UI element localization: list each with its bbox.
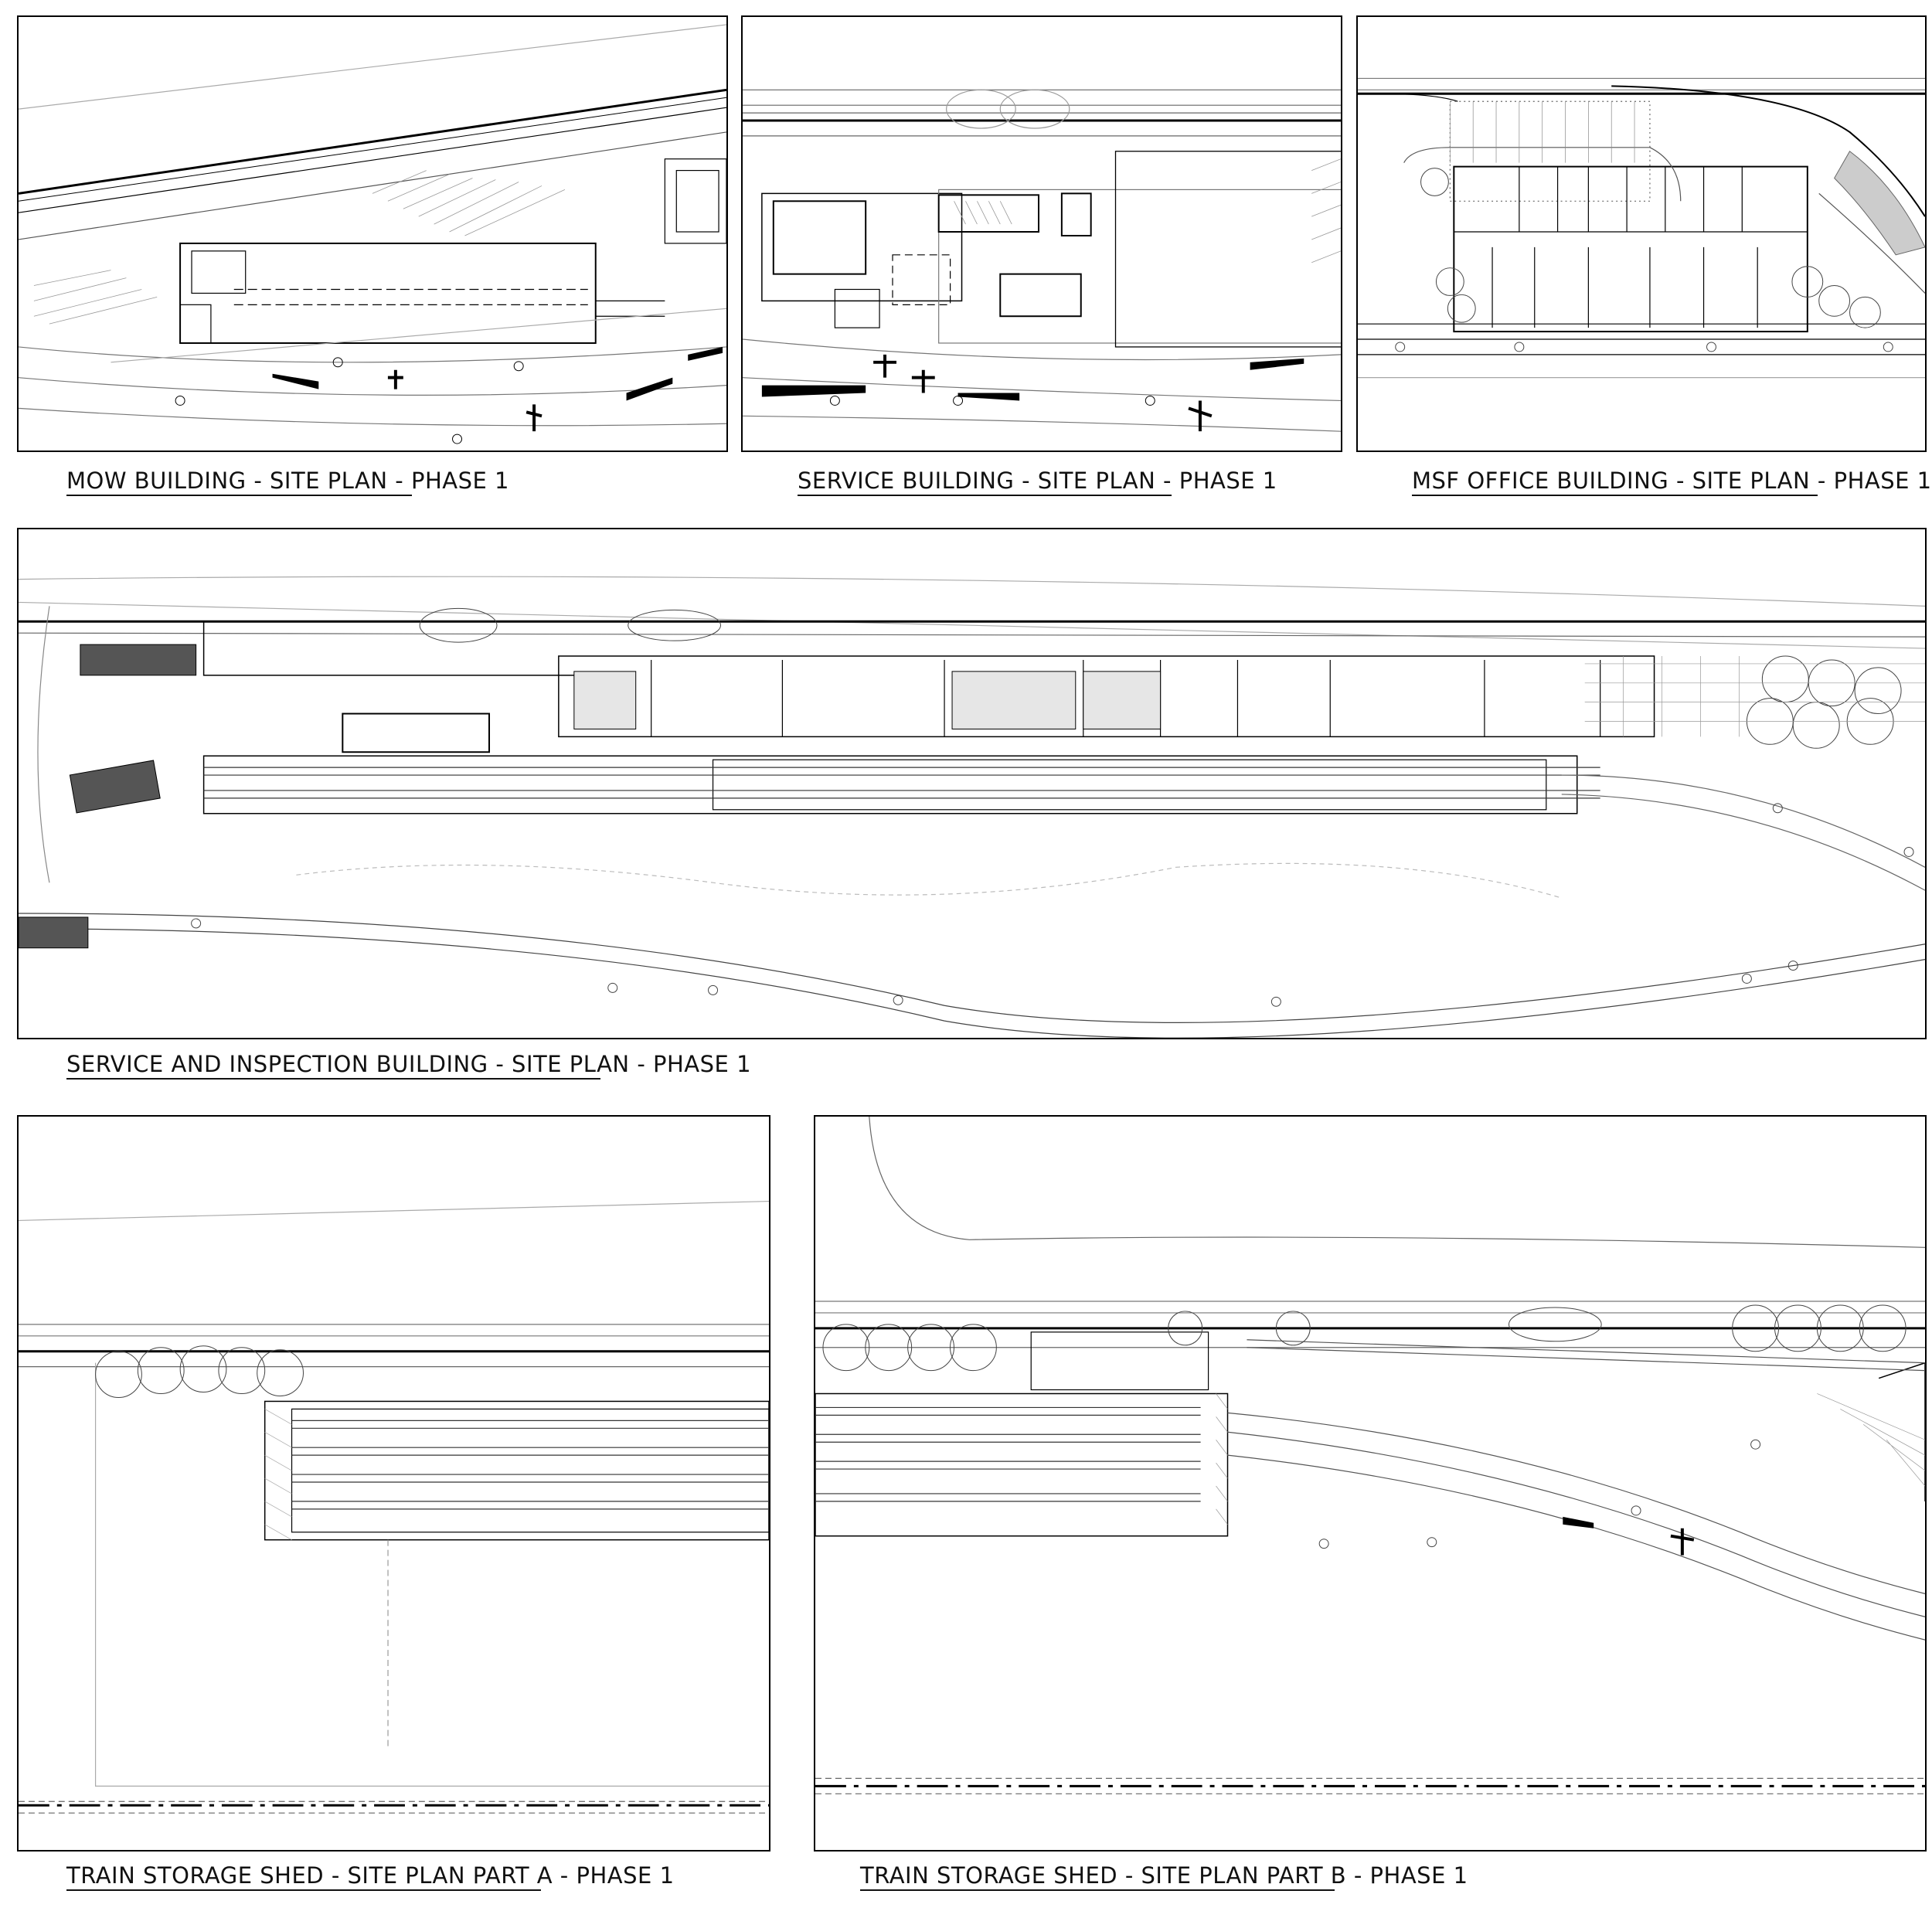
service-caption: SERVICE BUILDING - SITE PLAN - PHASE 1 <box>798 468 1277 496</box>
service-inspection-caption: SERVICE AND INSPECTION BUILDING - SITE P… <box>66 1051 751 1080</box>
service-site-plan-panel <box>741 15 1342 452</box>
caption-underline <box>66 1078 600 1080</box>
service-site-plan-drawing <box>743 89 1341 432</box>
storage-a-site-plan-panel <box>17 1115 770 1851</box>
caption-underline <box>860 1889 1335 1891</box>
caption-underline <box>66 495 412 496</box>
mow-site-plan-drawing <box>19 24 726 444</box>
storage-b-site-plan-drawing <box>815 1117 1925 1794</box>
caption-underline <box>798 495 1172 496</box>
msf-office-site-plan-drawing <box>1358 77 1925 379</box>
storage-a-site-plan-drawing <box>19 1200 769 1814</box>
caption-underline <box>66 1889 541 1891</box>
storage-b-caption: TRAIN STORAGE SHED - SITE PLAN PART B - … <box>860 1862 1468 1891</box>
caption-underline <box>1412 495 1818 496</box>
storage-a-caption: TRAIN STORAGE SHED - SITE PLAN PART A - … <box>66 1862 675 1891</box>
service-inspection-site-plan-drawing <box>19 576 1925 1038</box>
msf-office-caption: MSF OFFICE BUILDING - SITE PLAN - PHASE … <box>1412 468 1932 496</box>
msf-office-site-plan-panel <box>1356 15 1927 452</box>
service-inspection-site-plan-panel <box>17 528 1927 1039</box>
mow-caption: MOW BUILDING - SITE PLAN - PHASE 1 <box>66 468 509 496</box>
mow-site-plan-panel <box>17 15 728 452</box>
storage-b-site-plan-panel <box>814 1115 1927 1851</box>
